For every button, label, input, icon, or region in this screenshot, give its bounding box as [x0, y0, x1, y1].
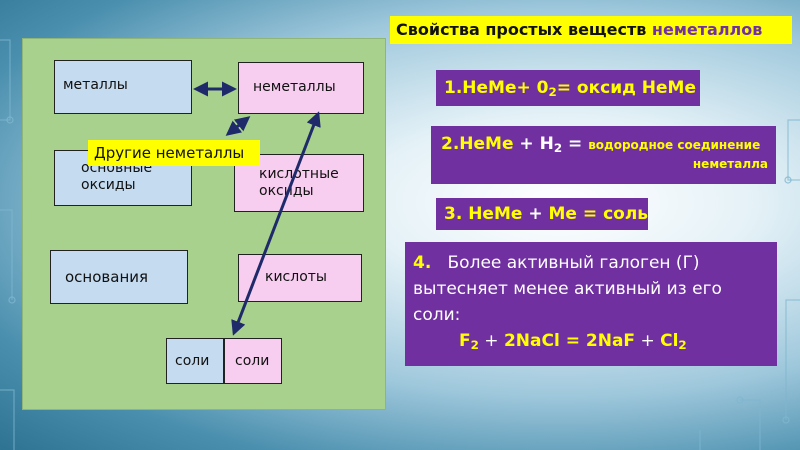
p4-num: 4.: [413, 253, 432, 273]
acidic-oxides-label: кислотные оксиды: [259, 166, 339, 199]
bases-box: основания: [50, 250, 188, 304]
p1-rest: = оксид НеМе: [556, 78, 696, 98]
p4-line2: вытесняет менее активный из его: [413, 279, 722, 299]
p2-rest2: неметалла: [692, 156, 768, 171]
metals-box: металлы: [54, 60, 192, 114]
p4-cl-sub: 2: [678, 337, 687, 352]
title-part1: Свойства простых веществ: [396, 20, 647, 39]
p3-e: соль: [603, 204, 649, 224]
slide-title: Свойства простых веществ неметаллов: [390, 16, 792, 44]
p4-plus2: +: [635, 331, 661, 351]
p4-line3: соли:: [413, 305, 461, 325]
salts-left-box: соли: [166, 338, 224, 384]
p3-a: 3. НеМе: [444, 204, 523, 224]
p1-sub: 2: [548, 84, 557, 99]
salts-right-box: соли: [224, 338, 282, 384]
nonmetals-box: неметаллы: [238, 62, 364, 114]
p2-prefix: 2.НеМе: [441, 134, 514, 154]
other-nonmetals-label: Другие неметаллы: [94, 144, 245, 162]
p3-b: +: [522, 204, 549, 224]
p2-line1: 2.НеМе + Н2 = водородное соединение: [441, 134, 768, 155]
acids-label: кислоты: [265, 269, 327, 285]
p4-naf: 2NaF: [585, 331, 636, 351]
p2-plus: + Н: [513, 134, 554, 154]
p3-c: Ме: [548, 204, 577, 224]
p4-f: F: [459, 331, 471, 351]
p4-cl: Cl: [660, 331, 679, 351]
bases-label: основания: [65, 268, 149, 286]
p4-line1: 4. Более активный галоген (Г): [413, 250, 769, 276]
salts-left-label: соли: [175, 353, 210, 369]
title-part2: неметаллов: [651, 20, 763, 39]
p4-f-sub: 2: [470, 337, 479, 352]
p2-eq: =: [562, 134, 589, 154]
property-3: 3. НеМе + Ме = соль: [436, 198, 648, 230]
other-nonmetals-tag: Другие неметаллы: [88, 140, 260, 166]
metals-label: металлы: [63, 77, 128, 93]
nonmetals-label: неметаллы: [253, 79, 336, 95]
acids-box: кислоты: [238, 254, 362, 302]
p3-d: =: [576, 204, 604, 224]
property-4: 4. Более активный галоген (Г) вытесняет …: [405, 242, 777, 366]
p1-prefix: 1.НеМе+ 0: [444, 78, 549, 98]
p4-equation: F2 + 2NaCl = 2NaF + Cl2: [413, 328, 769, 358]
salts-right-label: соли: [235, 353, 270, 369]
property-1: 1.НеМе+ 02= оксид НеМе: [436, 70, 700, 106]
p2-line2: неметалла: [441, 157, 768, 171]
p2-rest: водородное соединение: [588, 138, 761, 152]
p2-sub: 2: [553, 140, 563, 155]
p4-text1: Более активный галоген (Г): [447, 253, 700, 273]
property-2: 2.НеМе + Н2 = водородное соединение неме…: [431, 126, 776, 184]
p4-plus1: +: [478, 331, 504, 351]
p4-eq: =: [559, 331, 586, 351]
p4-nacl: 2NaCl: [503, 331, 560, 351]
